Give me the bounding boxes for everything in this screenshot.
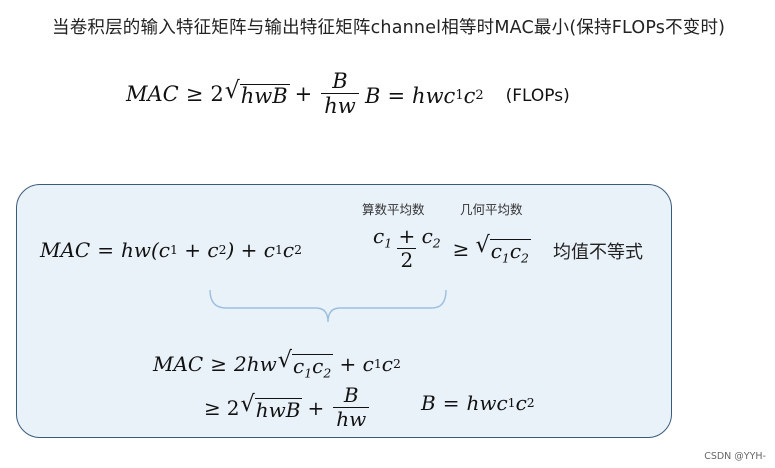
- mac-symbol: MAC: [40, 238, 91, 262]
- equals-sign: =: [97, 238, 114, 262]
- caption-geometric-mean: 几何平均数: [460, 202, 523, 217]
- top-inequality: MAC ≥ 2 √ hwB + B hw: [126, 70, 363, 117]
- arithmetic-mean-fraction: c1 + c2 2: [370, 226, 444, 271]
- equals-sign: =: [387, 84, 406, 108]
- am-gm-inequality: c1 + c2 2 ≥ √ c1c2: [366, 226, 531, 271]
- mac-symbol: MAC: [126, 81, 179, 106]
- equals-sign: =: [442, 391, 460, 415]
- mac-tail: c: [282, 238, 295, 262]
- plus-sign: +: [294, 81, 313, 106]
- hw-term: hw: [412, 84, 444, 108]
- b-symbol: B: [365, 84, 381, 108]
- watermark: CSDN @YYH-: [704, 451, 766, 462]
- radicand: hwB: [239, 83, 290, 108]
- sqrt-term: √ hwB: [224, 75, 290, 108]
- c2-term: c: [515, 391, 527, 415]
- geq-sign: ≥: [452, 236, 470, 261]
- caption-arithmetic-mean: 算数平均数: [362, 202, 425, 217]
- hw-term: hw: [466, 391, 497, 415]
- am-gm-label: 均值不等式: [553, 242, 643, 263]
- sqrt-hwb: √ hwB: [240, 391, 303, 422]
- mac-close: ) + c: [226, 238, 275, 262]
- mac-mid: + c: [177, 238, 219, 262]
- frac-denominator: hw: [333, 407, 370, 430]
- fraction-b-over-hw: B hw: [321, 70, 359, 117]
- c1-term: c: [443, 84, 456, 108]
- frac-numerator: B: [332, 69, 348, 93]
- c2-term: c: [463, 84, 476, 108]
- frac-denominator: hw: [321, 93, 359, 117]
- geq-sign: ≥: [204, 395, 221, 420]
- geq-sign: ≥: [185, 81, 204, 106]
- gm-radicand: c1c2: [489, 239, 531, 266]
- mac-body: hw(c: [121, 238, 171, 262]
- tail-term: c: [381, 351, 393, 376]
- derivation-box: [16, 184, 672, 438]
- c1-term: c: [496, 391, 508, 415]
- am-numerator: c1 + c2: [373, 224, 441, 251]
- flops-note: (FLOPs): [505, 86, 570, 106]
- plus-sign: +: [307, 395, 325, 420]
- fraction-b-over-hw: B hw: [333, 383, 370, 430]
- derivation-step-2: ≥ 2 √ hwB + B hw: [204, 385, 373, 430]
- radicand: c1c2: [292, 354, 334, 381]
- plus-term: + c: [333, 351, 374, 376]
- geometric-mean-sqrt: √ c1c2: [475, 232, 531, 266]
- sqrt-c1c2: √ c1c2: [277, 347, 334, 381]
- coefficient: 2: [210, 81, 224, 106]
- frac-numerator: B: [343, 383, 359, 407]
- coefficient: 2: [226, 395, 240, 420]
- mac-symbol: MAC: [153, 351, 204, 376]
- geq-sign: ≥: [210, 351, 227, 376]
- slide-title: 当卷积层的输入特征矩阵与输出特征矩阵channel相等时MAC最小(保持FLOP…: [52, 18, 726, 38]
- am-denominator: 2: [397, 248, 417, 271]
- coef-2hw: 2hw: [234, 351, 277, 376]
- radicand: hwB: [254, 398, 303, 422]
- b-symbol: B: [421, 391, 436, 415]
